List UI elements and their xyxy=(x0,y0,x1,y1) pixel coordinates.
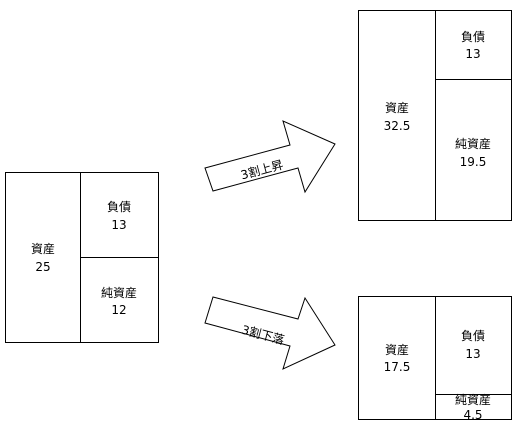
liabilities-value-current: 13 xyxy=(111,218,126,232)
assets-value-down: 17.5 xyxy=(384,360,411,374)
assets-label-up: 資産 xyxy=(385,100,409,115)
liabilities-value-down: 13 xyxy=(465,347,480,361)
equity-value-down: 4.5 xyxy=(463,408,482,422)
arrow-shape-up xyxy=(204,120,336,194)
balance-sheet-current: 資産 25 負債 13 純資産 12 xyxy=(5,172,159,343)
liabilities-value-up: 13 xyxy=(465,47,480,61)
liabilities-box-down xyxy=(435,296,512,395)
arrow-up-scenario: 3割上昇 xyxy=(204,120,336,194)
liabilities-label-up: 負債 xyxy=(461,29,485,44)
liabilities-label-down: 負債 xyxy=(461,328,485,343)
equity-label-up: 純資産 xyxy=(455,136,491,151)
balance-sheet-down: 資産 17.5 負債 13 純資産 4.5 xyxy=(358,296,512,422)
equity-value-up: 19.5 xyxy=(460,155,487,169)
assets-label-down: 資産 xyxy=(385,342,409,357)
equity-box-down xyxy=(435,394,512,420)
liabilities-box-up xyxy=(435,10,512,80)
equity-box-up xyxy=(435,79,512,221)
assets-value-up: 32.5 xyxy=(384,119,411,133)
equity-box-current xyxy=(80,257,159,343)
equity-value-current: 12 xyxy=(111,303,126,317)
liabilities-label-current: 負債 xyxy=(107,199,131,214)
balance-sheet-up: 資産 32.5 負債 13 純資産 19.5 xyxy=(358,10,512,221)
liabilities-box-current xyxy=(80,172,159,258)
equity-label-down: 純資産 xyxy=(455,392,491,407)
assets-box-current xyxy=(5,172,81,343)
arrow-down-scenario: 3割下落 xyxy=(204,296,336,370)
assets-label-current: 資産 xyxy=(31,241,55,256)
assets-box-up xyxy=(358,10,436,221)
assets-box-down xyxy=(358,296,436,420)
assets-value-current: 25 xyxy=(35,260,50,274)
arrow-shape-down xyxy=(204,296,336,370)
equity-label-current: 純資産 xyxy=(101,285,137,300)
